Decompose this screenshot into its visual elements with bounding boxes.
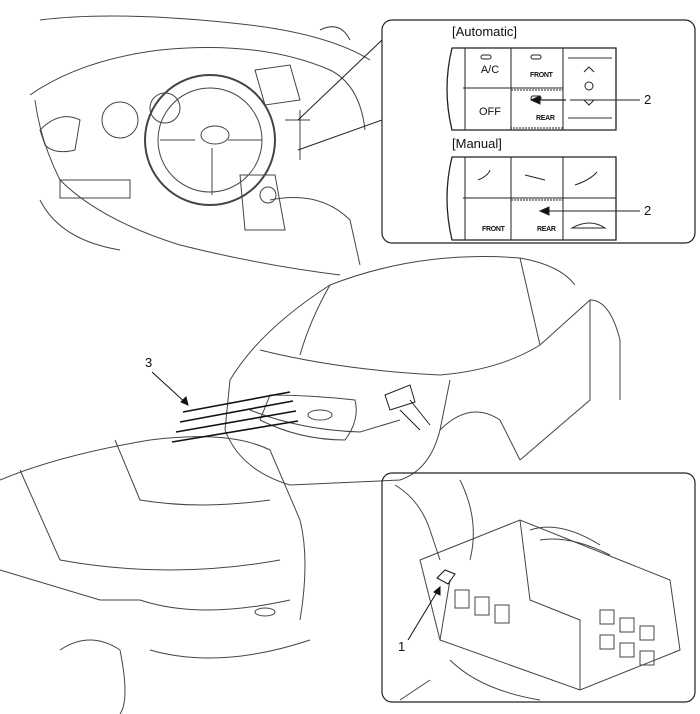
front-defrost-label-auto: FRONT — [530, 72, 553, 79]
off-button-label: OFF — [479, 106, 501, 118]
ac-button-label: A/C — [480, 64, 500, 76]
rear-defrost-label-manual: REAR — [537, 226, 556, 233]
callout-1-fuse-relay: 1 — [398, 639, 406, 654]
front-defrost-label-manual: FRONT — [482, 226, 505, 233]
manual-panel-title: [Manual] — [452, 136, 502, 151]
car-front-illustration — [224, 256, 621, 486]
automatic-panel-title: [Automatic] — [452, 24, 518, 39]
fuse-box-callout-box — [381, 472, 696, 703]
rear-window-heater-lines — [151, 371, 299, 443]
dashboard-illustration — [29, 15, 383, 276]
callout-3-rear-window-heater: 3 — [145, 355, 153, 370]
switch-callout-box — [381, 19, 696, 244]
fuse-box-illustration — [394, 479, 681, 701]
callout-2-manual: 2 — [644, 203, 652, 218]
manual-control-panel — [446, 156, 640, 241]
car-rear-illustration — [0, 436, 311, 714]
automatic-control-panel — [446, 47, 640, 131]
rear-defrost-label-auto: REAR — [536, 115, 555, 122]
callout-2-automatic: 2 — [644, 92, 652, 107]
